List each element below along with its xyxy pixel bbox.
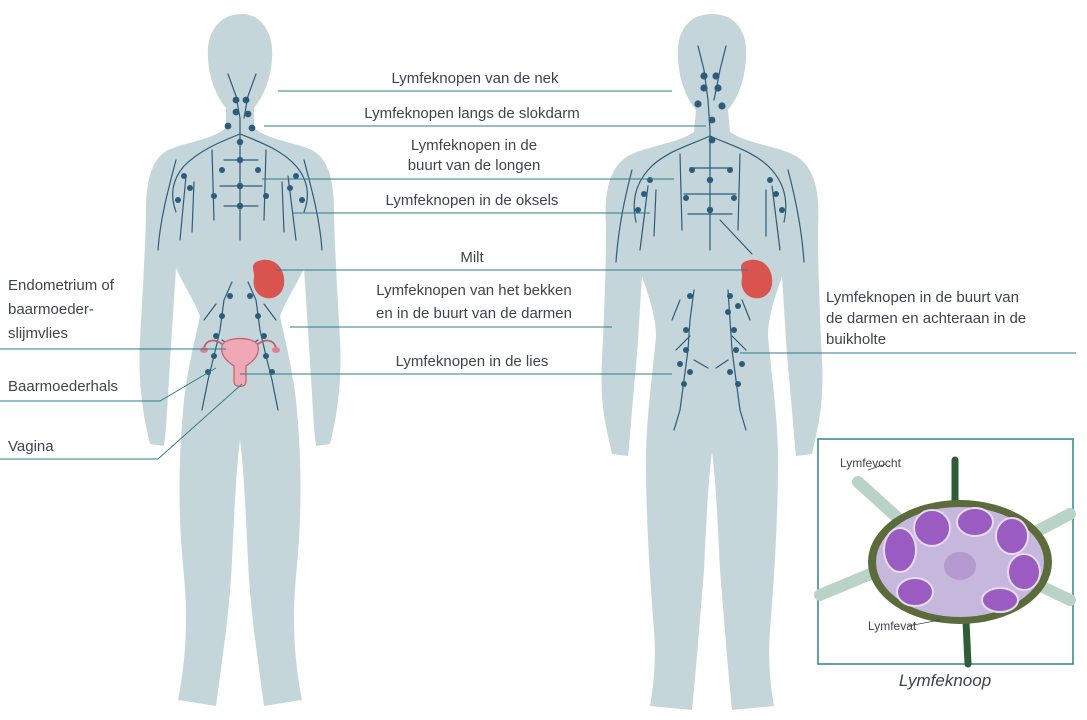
label-spleen: Milt [460,249,484,266]
label-lymph-fluid: Lymfevocht [840,456,902,470]
label-endometrium-3: slijmvlies [8,325,68,342]
label-neck-nodes: Lymfeknopen van de nek [391,70,559,87]
label-cervix: Baarmoederhals [8,378,118,395]
label-endometrium-1: Endometrium of [8,277,115,294]
label-esophagus-nodes: Lymfeknopen langs de slokdarm [364,105,579,122]
label-lung-nodes-1: Lymfeknopen in de [411,137,537,154]
label-intestine-nodes-2: de darmen en achteraan in de [826,310,1026,327]
label-pelvis-nodes-1: Lymfeknopen van het bekken [376,282,571,299]
lymph-node-icon [868,500,1052,624]
label-intestine-nodes-1: Lymfeknopen in de buurt van [826,289,1019,306]
label-groin-nodes: Lymfeknopen in de lies [396,353,549,370]
label-lung-nodes-2: buurt van de longen [408,157,541,174]
label-armpit-nodes: Lymfeknopen in de oksels [386,192,559,209]
label-lymph-vessel: Lymfevat [868,619,917,633]
label-intestine-nodes-3: buikholte [826,331,886,348]
label-vagina: Vagina [8,438,54,455]
label-endometrium-2: baarmoeder- [8,301,94,318]
label-pelvis-nodes-2: en in de buurt van de darmen [376,305,572,322]
inset-caption: Lymfeknoop [899,671,991,690]
lymph-node-inset: Lymfevocht Lymfevat [818,439,1073,664]
